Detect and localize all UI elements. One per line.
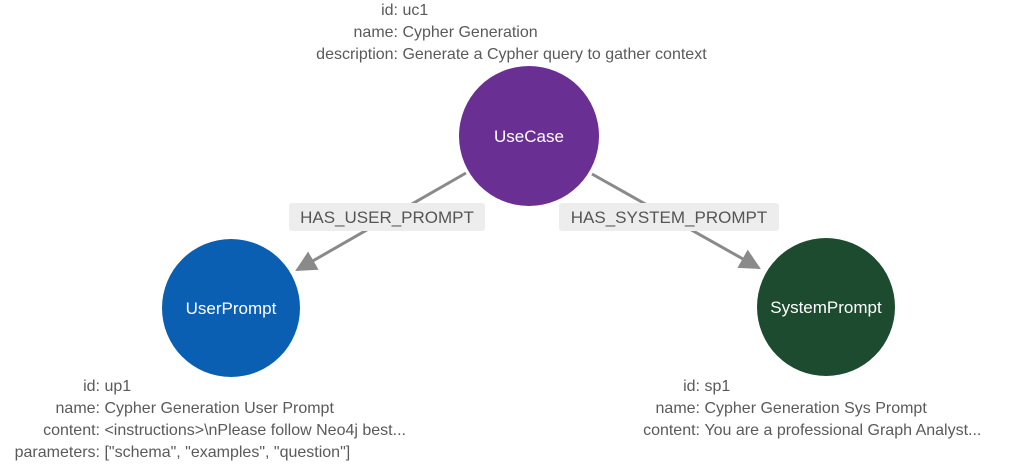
node-userprompt[interactable]: UserPrompt [162, 239, 300, 377]
property-value: Generate a Cypher query to gather contex… [402, 46, 707, 63]
property-key: id: [381, 2, 398, 19]
systemprompt-properties: id: sp1 name: Cypher Generation Sys Prom… [628, 376, 981, 442]
property-key: content: [43, 422, 100, 439]
property-row: description: Generate a Cypher query to … [300, 44, 707, 66]
edge-has-system-prompt[interactable]: HAS_SYSTEM_PROMPT [559, 172, 779, 270]
property-value: sp1 [704, 378, 731, 395]
property-key: id: [83, 378, 100, 395]
property-key: description: [316, 46, 398, 63]
edge-label-has-system-prompt: HAS_SYSTEM_PROMPT [571, 208, 768, 227]
property-key: name: [655, 400, 700, 417]
node-userprompt-label: UserPrompt [186, 299, 277, 318]
node-usecase-label: UseCase [494, 127, 564, 146]
userprompt-properties: id: up1 name: Cypher Generation User Pro… [0, 376, 406, 464]
property-row: name: Cypher Generation [300, 22, 707, 44]
node-usecase[interactable]: UseCase [459, 66, 599, 206]
property-value: ["schema", "examples", "question"] [104, 444, 351, 461]
property-key: parameters: [14, 444, 100, 461]
property-row: parameters: ["schema", "examples", "ques… [0, 442, 406, 464]
edge-label-background [559, 203, 779, 231]
property-value: <instructions>\nPlease follow Neo4j best… [104, 422, 406, 439]
property-value: uc1 [402, 2, 429, 19]
property-row: id: sp1 [628, 376, 981, 398]
property-row: name: Cypher Generation Sys Prompt [628, 398, 981, 420]
edge-label-background [289, 203, 485, 231]
property-row: id: uc1 [300, 0, 707, 22]
property-value: You are a professional Graph Analyst... [704, 422, 982, 439]
edge-has-user-prompt[interactable]: HAS_USER_PROMPT [289, 171, 485, 272]
node-usecase-circle[interactable] [459, 66, 599, 206]
node-userprompt-circle[interactable] [162, 239, 300, 377]
property-value: Cypher Generation Sys Prompt [704, 400, 927, 417]
property-value: Cypher Generation User Prompt [104, 400, 334, 417]
property-row: content: You are a professional Graph An… [628, 420, 981, 442]
property-key: name: [353, 24, 398, 41]
property-row: name: Cypher Generation User Prompt [0, 398, 406, 420]
property-value: Cypher Generation [402, 24, 538, 41]
property-key: name: [55, 400, 100, 417]
property-row: content: <instructions>\nPlease follow N… [0, 420, 406, 442]
property-key: id: [683, 378, 700, 395]
node-systemprompt-circle[interactable] [757, 238, 895, 376]
usecase-properties: id: uc1 name: Cypher Generation descript… [300, 0, 707, 66]
property-row: id: up1 [0, 376, 406, 398]
node-systemprompt[interactable]: SystemPrompt [757, 238, 895, 376]
edge-label-has-user-prompt: HAS_USER_PROMPT [300, 208, 474, 227]
node-systemprompt-label: SystemPrompt [770, 298, 882, 317]
property-key: content: [643, 422, 700, 439]
property-value: up1 [104, 378, 132, 395]
